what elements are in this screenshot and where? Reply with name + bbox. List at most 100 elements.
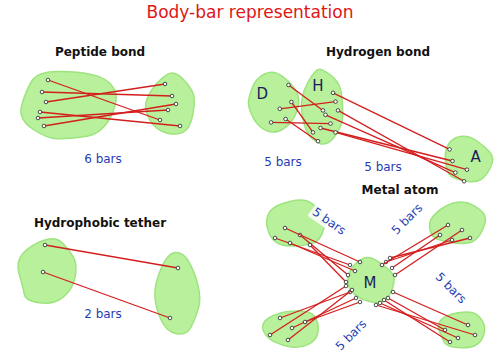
bar-end xyxy=(308,243,312,247)
rigid-body xyxy=(146,73,195,134)
body-shape xyxy=(248,72,298,132)
bond-bar xyxy=(287,83,325,112)
bar-end xyxy=(358,300,362,304)
bar-line xyxy=(305,302,360,322)
bar-end xyxy=(454,171,458,175)
bond-bar xyxy=(319,126,455,163)
bar-line xyxy=(270,286,346,335)
bar-end xyxy=(460,228,464,232)
atom-letter: A xyxy=(470,149,482,166)
bar-count: 5 bars xyxy=(362,161,404,175)
bar-end xyxy=(336,109,340,113)
bar-end xyxy=(288,241,292,245)
bar-end xyxy=(473,333,477,337)
bar-line xyxy=(388,298,445,330)
bar-end xyxy=(303,320,307,324)
bar-end xyxy=(391,290,395,294)
bar-line xyxy=(333,93,450,150)
bar-line xyxy=(42,92,172,96)
bar-end xyxy=(321,109,325,113)
atom-letter: M xyxy=(363,275,378,292)
bar-count: 5 bars xyxy=(431,269,470,308)
bar-end xyxy=(278,107,282,111)
bar-line xyxy=(338,110,464,181)
bar-line xyxy=(280,292,350,318)
bar-end xyxy=(278,316,282,320)
rigid-body xyxy=(438,312,484,348)
bar-line xyxy=(310,245,346,282)
bar-line xyxy=(290,243,355,271)
bar-end xyxy=(451,159,455,163)
panel-heading: Hydrogen bond xyxy=(326,46,430,60)
bar-end xyxy=(456,336,460,340)
body-shape xyxy=(445,136,492,181)
bar-line xyxy=(386,240,452,262)
rigid-body xyxy=(155,253,200,334)
bar-line xyxy=(288,290,352,340)
bar-end xyxy=(443,328,447,332)
bar-count: 6 bars xyxy=(82,153,124,167)
rigid-body-node: A xyxy=(438,132,496,190)
bar-end xyxy=(38,110,42,114)
rigid-body xyxy=(263,311,319,347)
bar-end xyxy=(268,333,272,337)
rigid-body xyxy=(18,239,76,304)
diagram-title: Body-bar representation xyxy=(146,3,353,23)
bond-bar xyxy=(324,113,458,174)
bar-line xyxy=(271,122,330,123)
bond-bar xyxy=(331,91,451,151)
bar-end xyxy=(378,301,382,305)
bond-bar xyxy=(284,117,320,143)
bar-line xyxy=(46,84,165,102)
panel-heading: Hydrophobic tether xyxy=(34,217,166,231)
bar-end xyxy=(311,131,315,135)
bar-end xyxy=(344,280,348,284)
bar-end xyxy=(329,122,333,126)
bar-end xyxy=(388,256,392,260)
bar-line xyxy=(45,245,178,268)
bar-end xyxy=(348,290,352,294)
bar-end xyxy=(44,100,48,104)
bond-bar xyxy=(278,100,337,111)
bar-line xyxy=(321,128,453,161)
bar-end xyxy=(350,288,354,292)
bar-end xyxy=(462,180,466,184)
rigid-body xyxy=(429,202,485,243)
bar-end xyxy=(466,323,470,327)
bond-bar xyxy=(269,121,332,126)
bar-end xyxy=(382,298,386,302)
bar-line xyxy=(280,102,336,109)
bar-end xyxy=(354,296,358,300)
bar-line xyxy=(40,112,180,126)
bar-count: 5 bars xyxy=(308,204,350,239)
atom-letter: D xyxy=(256,86,270,103)
bar-count: 5 bars xyxy=(388,200,427,239)
bar-line xyxy=(38,110,168,118)
bar-end xyxy=(319,126,323,130)
bar-end xyxy=(283,226,287,230)
bar-line xyxy=(392,235,440,268)
body-outline xyxy=(245,68,303,136)
bar-end xyxy=(380,263,384,267)
bar-line xyxy=(291,102,313,132)
bar-end xyxy=(176,266,180,270)
bar-end xyxy=(43,243,47,247)
bar-end xyxy=(386,296,390,300)
bar-end xyxy=(46,78,50,82)
bar-line xyxy=(285,228,360,262)
rigid-body-node: H xyxy=(298,62,348,150)
bar-line xyxy=(48,80,160,120)
bar-end xyxy=(438,233,442,237)
body-shape xyxy=(301,69,342,144)
bar-line xyxy=(275,238,350,265)
bar-end xyxy=(448,340,452,344)
bar-end xyxy=(41,270,45,274)
bar-line xyxy=(384,300,450,342)
bar-line xyxy=(292,298,356,328)
bar-count: 2 bars xyxy=(82,308,124,322)
bar-end xyxy=(174,102,178,106)
bar-line xyxy=(380,303,458,338)
bar-end xyxy=(465,168,469,172)
bar-end xyxy=(344,284,348,288)
bar-count: 5 bars xyxy=(262,156,304,170)
